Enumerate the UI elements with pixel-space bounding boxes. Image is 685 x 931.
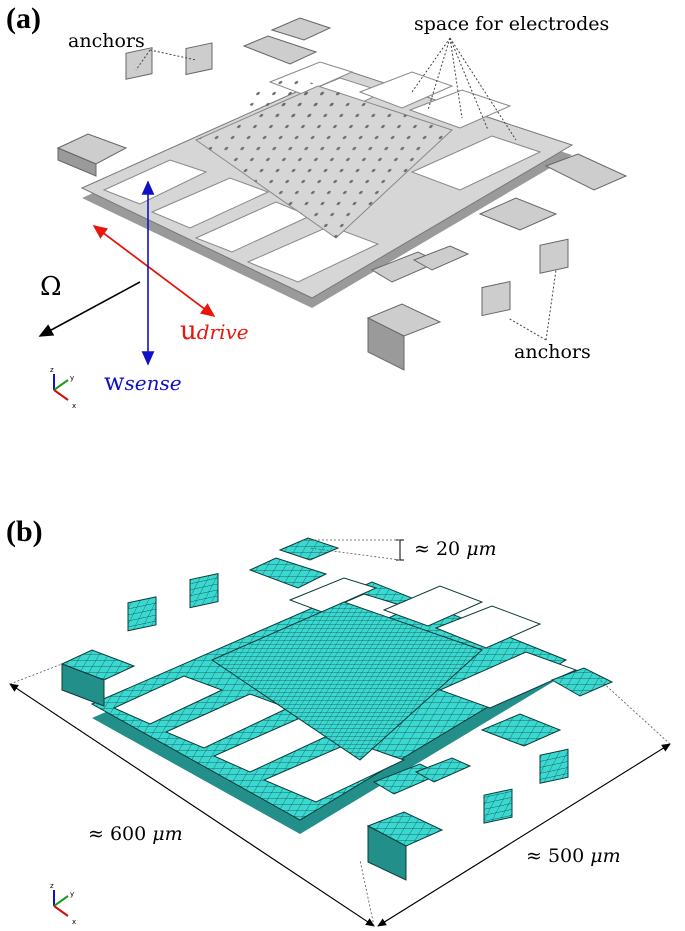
axis-triad-b: z y x	[50, 882, 76, 926]
thickness-dimension: ≈ 20 μm	[414, 538, 497, 560]
length-unit: μm	[152, 823, 183, 845]
length-dimension: ≈ 600 μm	[88, 823, 183, 845]
leader-lines-a	[135, 37, 557, 341]
width-unit: μm	[590, 845, 621, 867]
w-sense-sub: sense	[124, 371, 182, 395]
omega-symbol: Ω	[40, 272, 62, 302]
anchors-label-bottom: anchors	[514, 341, 591, 363]
triad-z-b: z	[50, 882, 54, 890]
thickness-value: 20	[435, 538, 461, 560]
approx-sign: ≈	[88, 823, 104, 845]
omega-arrow	[38, 281, 141, 337]
electrodes-label: space for electrodes	[414, 13, 610, 35]
u-drive-label: udrive	[180, 316, 249, 346]
triad-y-a: y	[70, 374, 74, 382]
triad-y-b: y	[70, 890, 74, 898]
u-drive-base: u	[180, 316, 197, 346]
anchors-label-top: anchors	[68, 30, 145, 52]
w-sense-base: w	[104, 368, 125, 396]
u-drive-sub: drive	[196, 320, 249, 344]
gyroscope-structure	[56, 17, 628, 371]
triad-x-a: x	[72, 402, 76, 410]
approx-sign: ≈	[526, 845, 542, 867]
panel-a-label: (a)	[6, 2, 41, 35]
panel-b-label: (b)	[6, 515, 43, 548]
w-sense-label: wsense	[104, 368, 182, 396]
approx-sign: ≈	[414, 538, 430, 560]
length-value: 600	[109, 823, 147, 845]
dimension-lines	[9, 539, 671, 927]
width-dimension: ≈ 500 μm	[526, 845, 621, 867]
drive-arrow-head-2	[93, 225, 216, 317]
triad-z-a: z	[50, 366, 54, 374]
meshed-structure	[60, 537, 614, 881]
width-value: 500	[547, 845, 585, 867]
axis-triad-a: z y x	[50, 366, 76, 410]
triad-x-b: x	[72, 918, 76, 926]
thickness-unit: μm	[466, 538, 497, 560]
